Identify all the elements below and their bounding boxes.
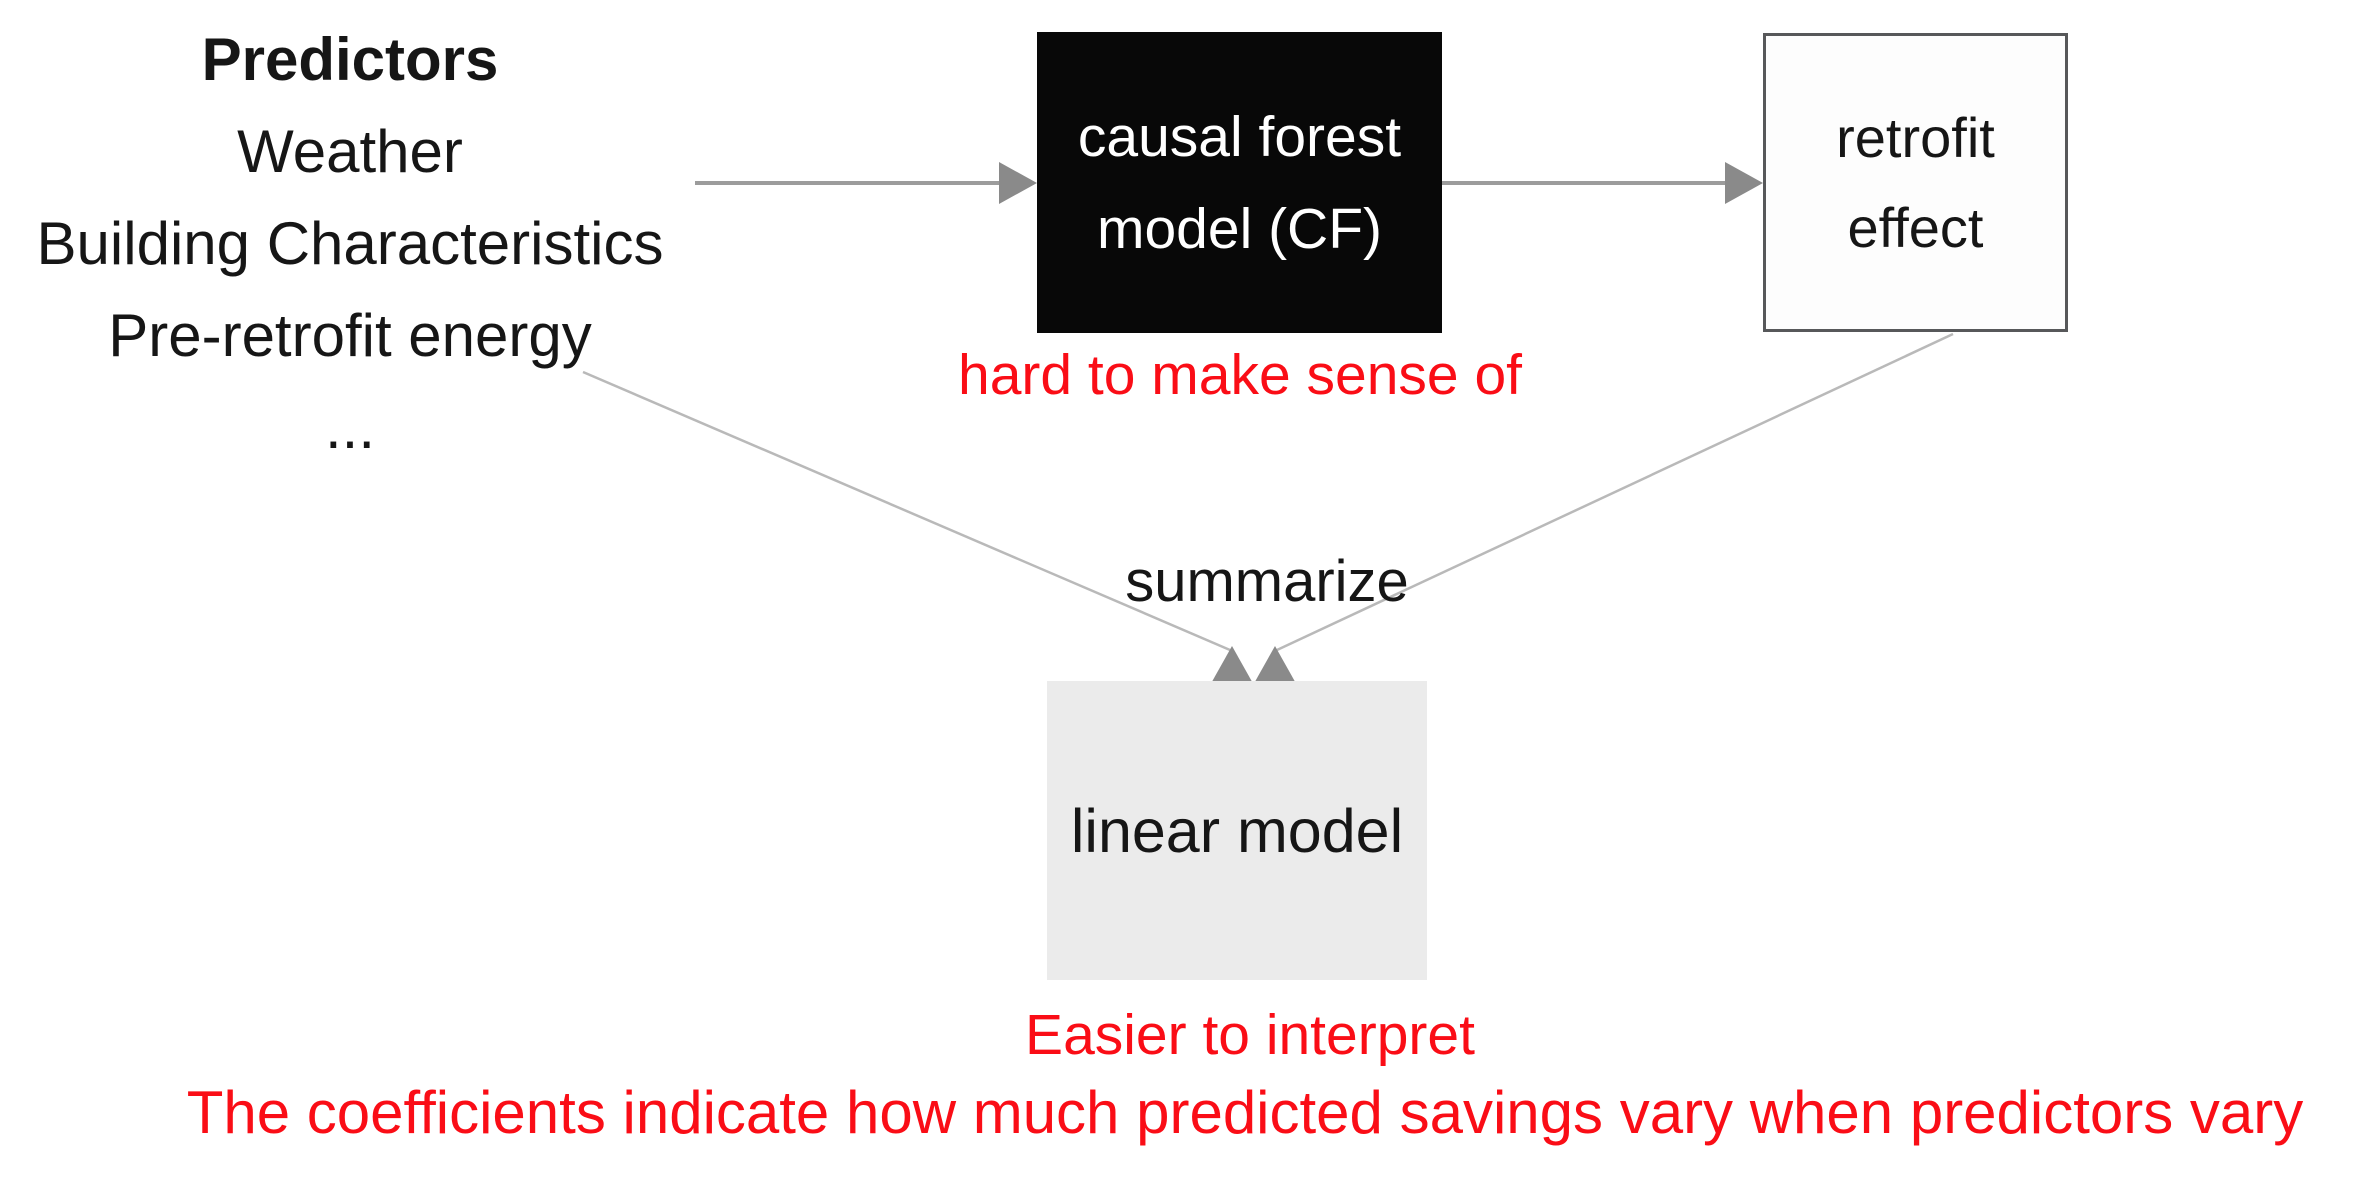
retrofit-box-label-line2: effect xyxy=(1847,195,1984,259)
cf-annotation: hard to make sense of xyxy=(958,343,1522,407)
predictor-item-ellipsis: ... xyxy=(324,394,375,461)
predictors-block: Predictors Weather Building Characterist… xyxy=(0,14,700,474)
cf-box-label-line2: model (CF) xyxy=(1096,196,1383,261)
cf-box-label-line1: causal forest xyxy=(1077,104,1402,169)
linear-annotation-line1: Easier to interpret xyxy=(1025,1003,1475,1067)
summarize-label: summarize xyxy=(1125,549,1409,614)
retrofit-effect-box: retrofit effect xyxy=(1763,33,2068,332)
causal-forest-model-box: causal forest model (CF) xyxy=(1037,32,1442,333)
arrow-predictors-to-cf-head-icon xyxy=(999,162,1037,204)
predictor-item-pre-retrofit-energy: Pre-retrofit energy xyxy=(108,302,592,369)
linear-box-label: linear model xyxy=(1070,796,1404,865)
predictors-title: Predictors xyxy=(201,26,499,93)
predictor-item-weather: Weather xyxy=(237,118,463,185)
arrow-cf-to-retrofit-head-icon xyxy=(1725,162,1763,204)
linear-annotation-line2: The coefficients indicate how much predi… xyxy=(186,1079,2304,1146)
predictor-item-building-characteristics: Building Characteristics xyxy=(36,210,664,277)
retrofit-box-label-line1: retrofit xyxy=(1836,105,1995,169)
linear-model-box: linear model xyxy=(1047,681,1427,980)
